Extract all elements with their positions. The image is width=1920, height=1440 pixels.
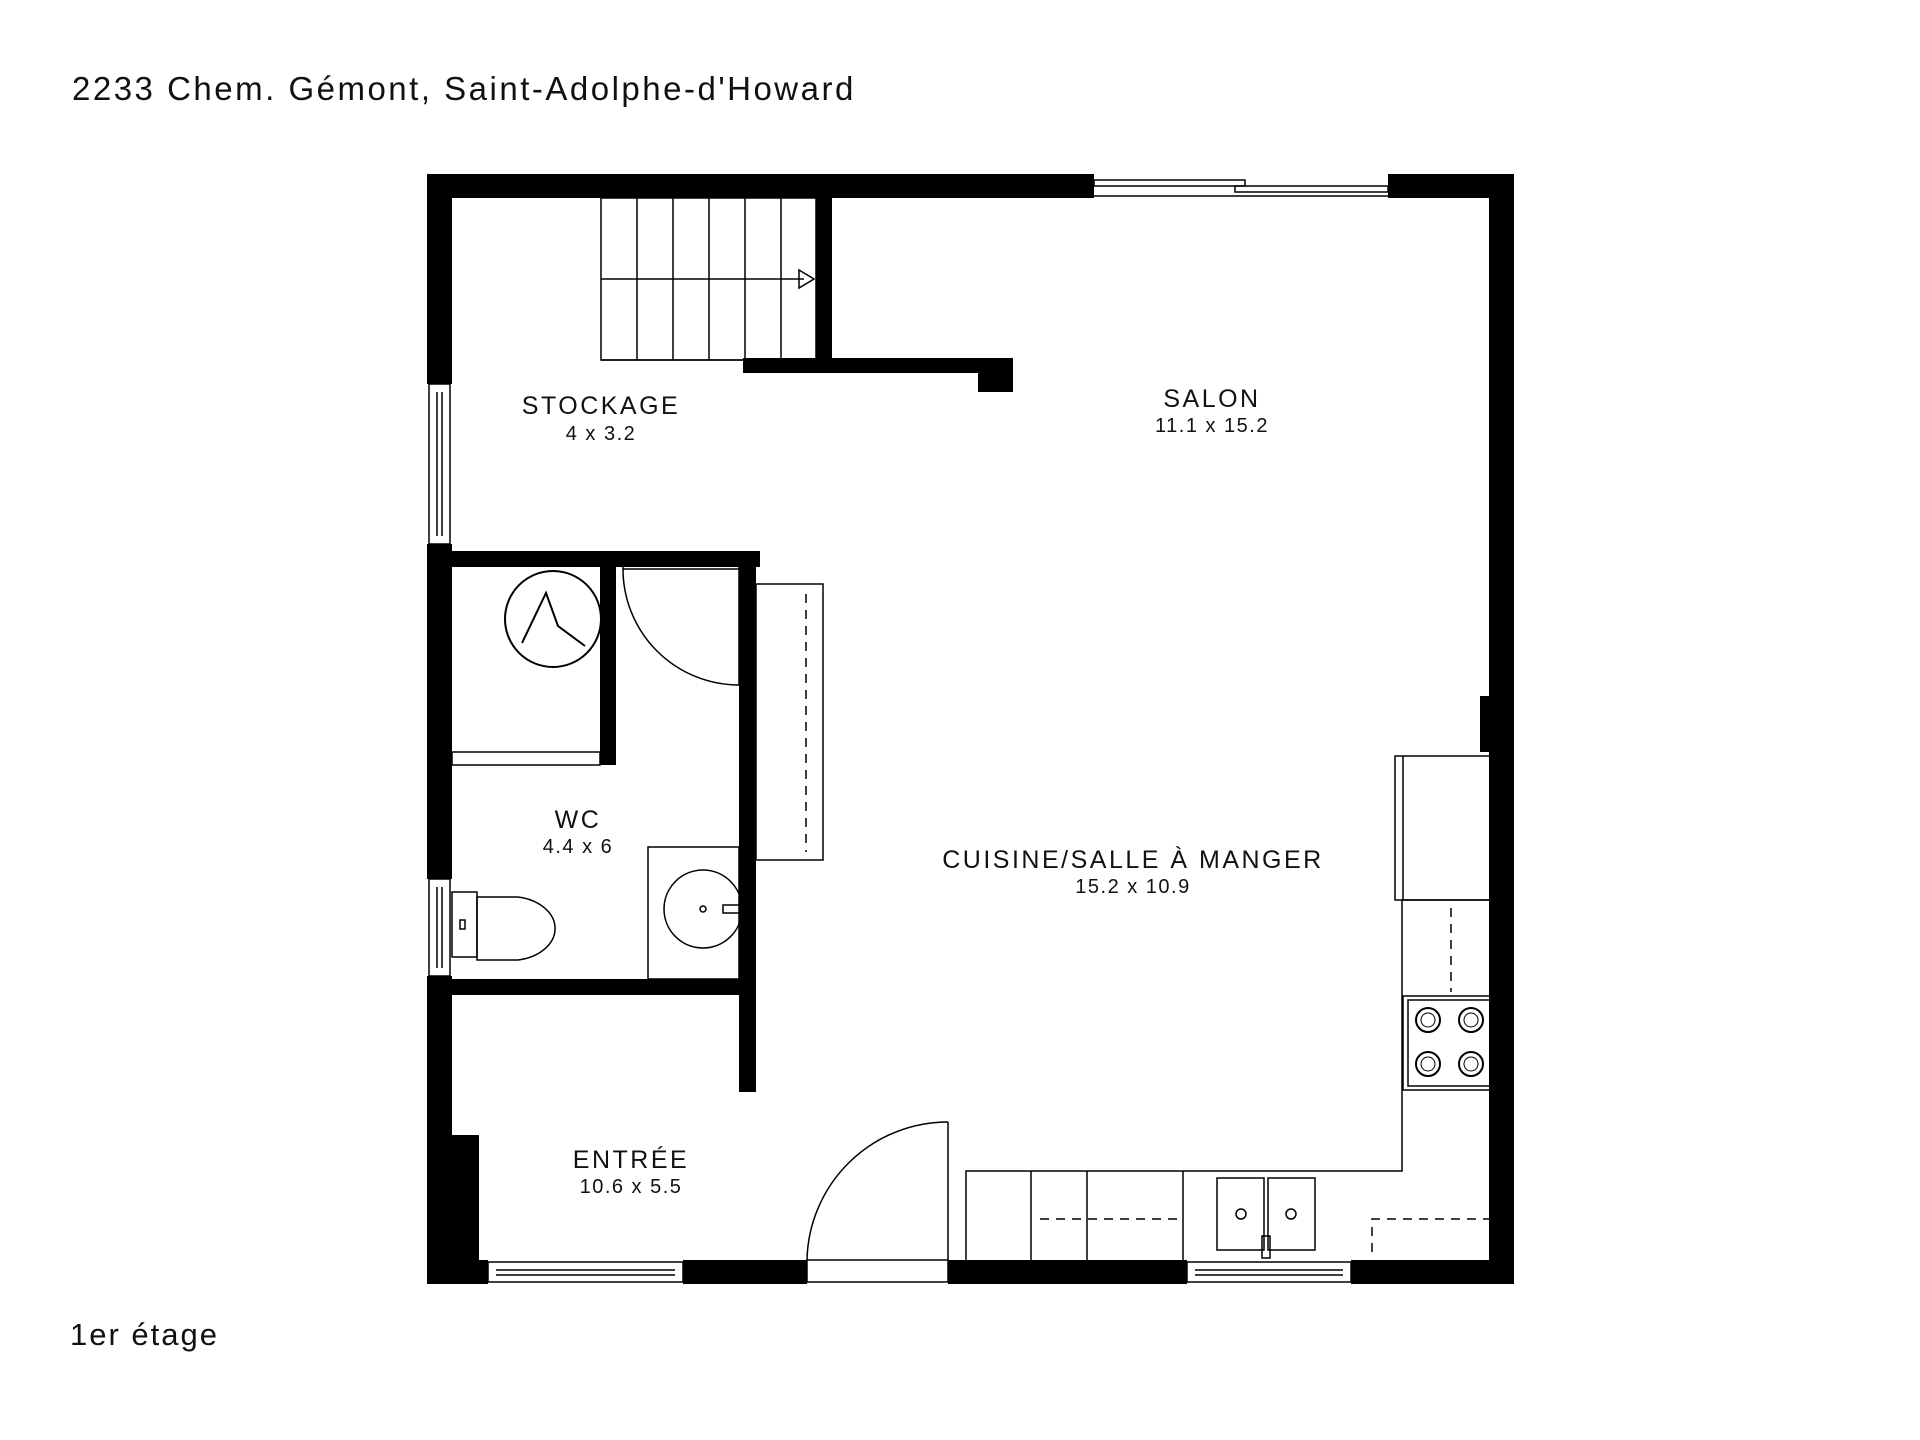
room-label-stockage: STOCKAGE 4 x 3.2 (522, 392, 680, 445)
wc-door-swing (622, 555, 740, 686)
entry-door-swing (806, 1121, 949, 1283)
outer-walls (427, 174, 1514, 1284)
window-bottom-entree (487, 1261, 684, 1283)
staircase (600, 197, 817, 361)
room-label-salon: SALON 11.1 x 15.2 (1155, 385, 1269, 437)
room-name: WC (555, 806, 602, 834)
room-name: SALON (1163, 385, 1260, 413)
room-dimensions: 10.6 x 5.5 (580, 1176, 683, 1198)
refrigerator (1394, 755, 1497, 901)
room-dimensions: 11.1 x 15.2 (1155, 415, 1269, 437)
window-top-sliding (1093, 179, 1389, 197)
room-name: CUISINE/SALLE À MANGER (942, 845, 1323, 874)
room-dimensions: 4 x 3.2 (566, 423, 637, 445)
water-heater-icon (504, 570, 602, 668)
closet-threshold (451, 751, 601, 766)
room-label-wc: WC 4.4 x 6 (543, 806, 614, 858)
room-dimensions: 15.2 x 10.9 (1075, 876, 1190, 898)
pantry-cabinet (755, 583, 824, 861)
closet-threshold-post (600, 752, 616, 765)
room-name: ENTRÉE (573, 1145, 689, 1174)
wc-sink-icon (647, 846, 743, 980)
floor-label: 1er étage (70, 1317, 219, 1352)
stove-icon (1402, 995, 1497, 1091)
interior-walls (452, 198, 1013, 1092)
window-bottom-kitchen (1186, 1261, 1352, 1283)
toilet-icon (451, 891, 556, 961)
room-label-cuisine: CUISINE/SALLE À MANGER 15.2 x 10.9 (942, 845, 1323, 898)
kitchen-sink-icon (1216, 1177, 1316, 1259)
room-name: STOCKAGE (522, 392, 680, 420)
window-left-storage (428, 383, 451, 545)
address-title: 2233 Chem. Gémont, Saint-Adolphe-d'Howar… (72, 70, 856, 107)
room-label-entree: ENTRÉE 10.6 x 5.5 (573, 1145, 689, 1198)
room-dimensions: 4.4 x 6 (543, 836, 614, 858)
window-left-wc (428, 878, 451, 977)
kitchen-counters (965, 899, 1489, 1260)
